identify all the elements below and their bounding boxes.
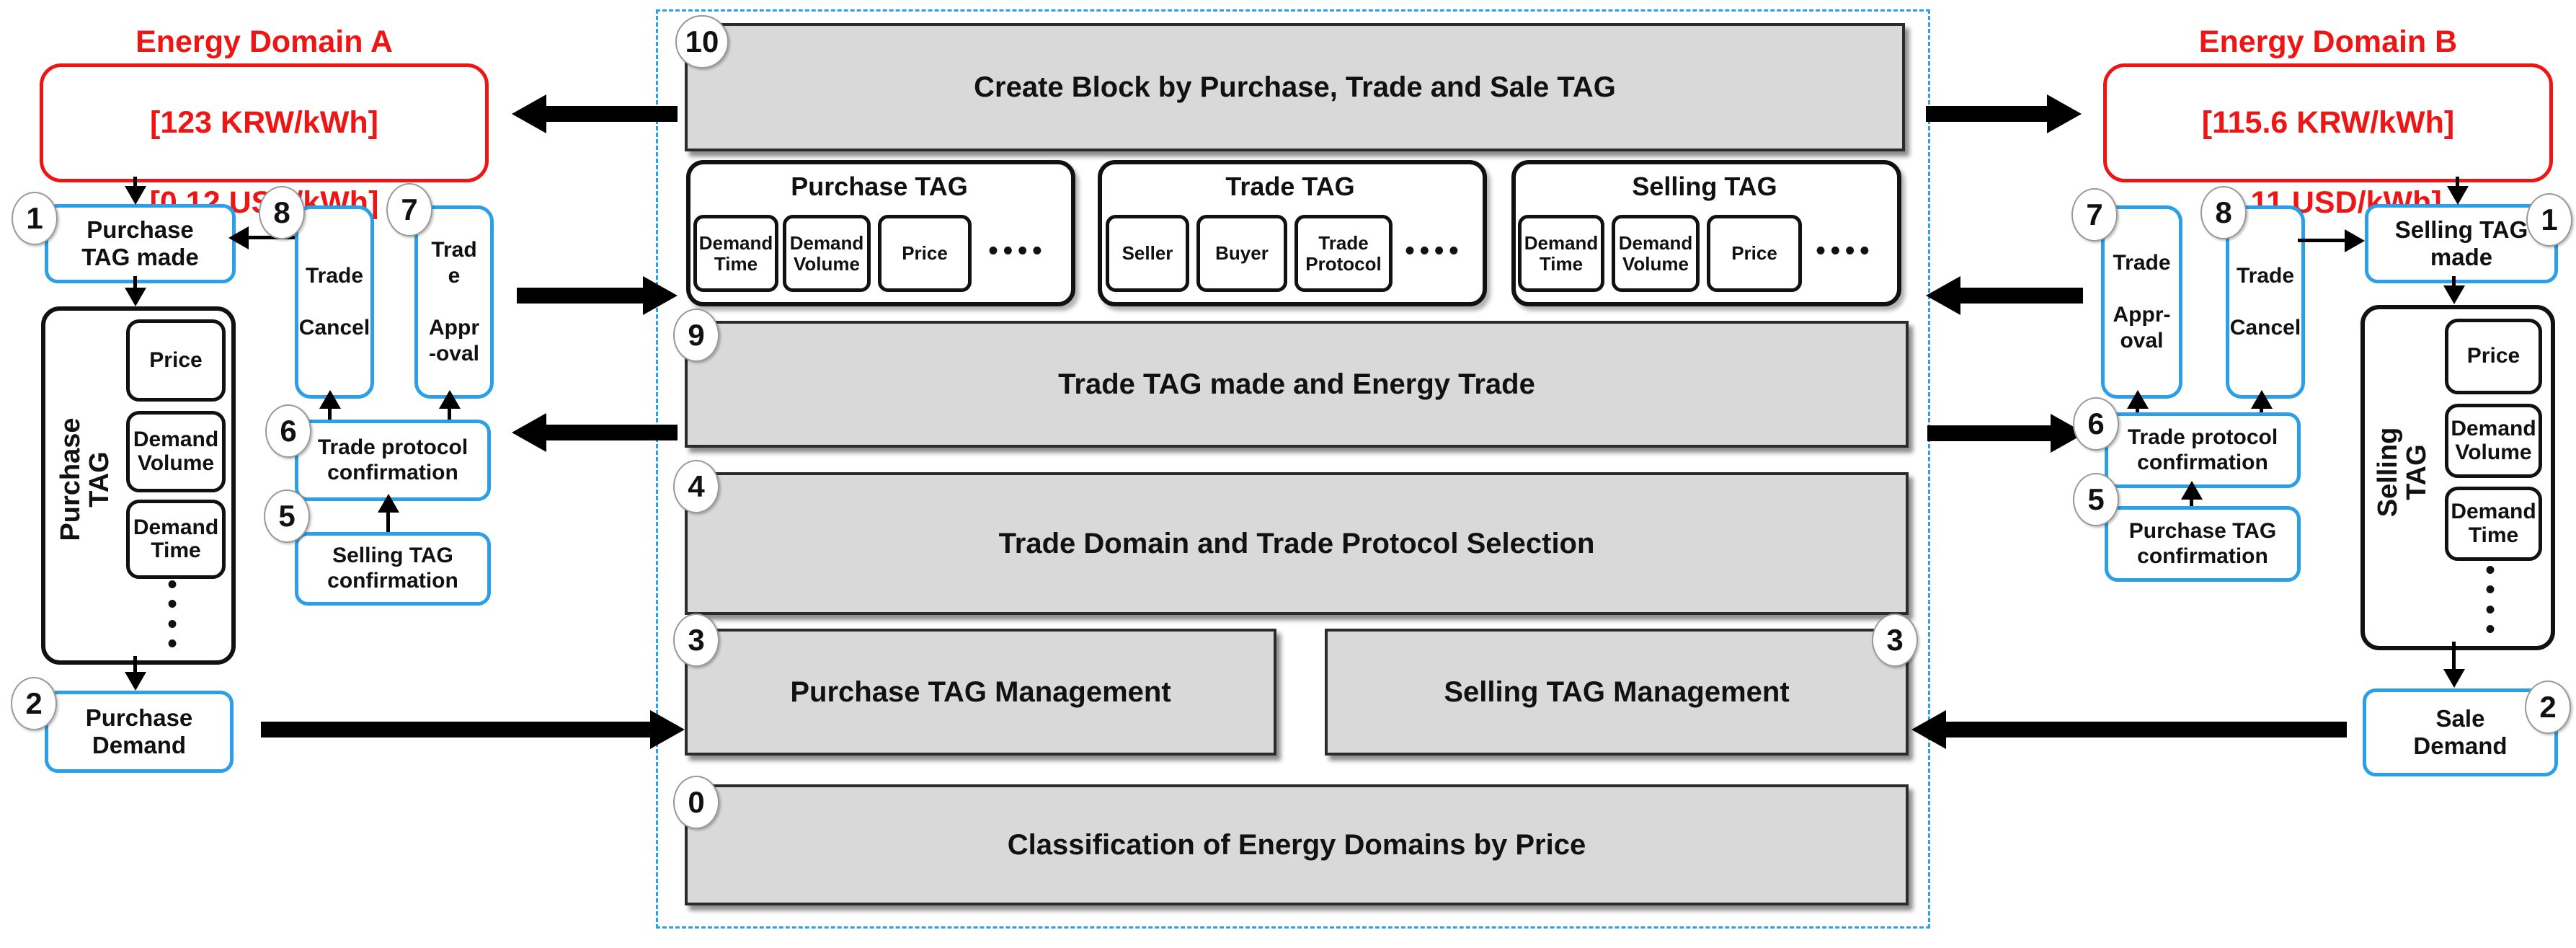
selling-tag-field-demand-volume: Demand Volume — [1612, 215, 1700, 292]
trade-cancel-box-right: Trade Cancel — [2226, 205, 2305, 399]
step-circle-7-right: 7 — [2071, 188, 2118, 242]
selling-tag-dots: •••• — [1816, 235, 1875, 266]
step-circle-7-left: 7 — [386, 183, 432, 236]
selling-tag-field-price: Price — [1707, 215, 1802, 292]
sale-demand-label: Sale Demand — [2413, 704, 2508, 759]
purchase-tag-container-label: Purchase TAG — [55, 417, 115, 541]
step-circle-9: 9 — [673, 309, 719, 362]
demand-volume-box-right: Demand Volume — [2445, 404, 2542, 478]
selling-tag-made-label: Selling TAG made — [2394, 216, 2528, 270]
step-circle-5-left: 5 — [264, 489, 310, 543]
energy-domain-b-krw: [115.6 KRW/kWh] — [2201, 105, 2455, 140]
energy-domain-a-krw: [123 KRW/kWh] — [150, 105, 378, 140]
block-purchase-tag-management: Purchase TAG Management — [685, 629, 1276, 756]
demand-time-box-left: Demand Time — [126, 500, 226, 579]
trade-approval-box-left: Trad e Appr -oval — [414, 205, 494, 399]
step-circle-2-right: 2 — [2525, 681, 2571, 734]
trade-approval-label-left: Trad e Appr -oval — [428, 238, 480, 366]
purchase-tag-confirmation-label: Purchase TAG confirmation — [2128, 518, 2277, 568]
vertical-dots-right: • • • • — [2485, 555, 2495, 645]
step-circle-8-right: 8 — [2200, 186, 2247, 239]
purchase-demand-label: Purchase Demand — [85, 704, 193, 758]
step-circle-1-right: 1 — [2526, 193, 2572, 247]
demand-time-box-right: Demand Time — [2445, 487, 2542, 561]
center-dashed-boundary — [656, 9, 1930, 929]
selling-tag-made-box: Selling TAG made — [2365, 204, 2558, 283]
price-box-right: Price — [2445, 319, 2542, 394]
trade-approval-label-right: Trade Appr- oval — [2113, 251, 2171, 353]
block-selling-tag-management-label: Selling TAG Management — [1444, 675, 1790, 708]
trade-protocol-confirmation-box-left: Trade protocol confirmation — [295, 420, 491, 501]
step-circle-6-right: 6 — [2073, 397, 2119, 451]
purchase-tag-dots: •••• — [988, 235, 1047, 266]
block-classification: Classification of Energy Domains by Pric… — [685, 784, 1909, 905]
trade-tag-dots: •••• — [1405, 235, 1464, 266]
block-trade-tag-made: Trade TAG made and Energy Trade — [685, 321, 1909, 448]
purchase-tag-field-demand-volume: Demand Volume — [783, 215, 871, 292]
trade-tag-title: Trade TAG — [1225, 172, 1355, 201]
purchase-tag-field-price: Price — [878, 215, 972, 292]
trade-tag-field-buyer: Buyer — [1196, 215, 1287, 292]
block-trade-domain-selection-label: Trade Domain and Trade Protocol Selectio… — [998, 527, 1595, 559]
price-box-left: Price — [126, 319, 226, 402]
trade-cancel-label-right: Trade Cancel — [2229, 264, 2301, 340]
selling-tag-container-label: Selling TAG — [2373, 427, 2432, 518]
block-create-block: Create Block by Purchase, Trade and Sale… — [685, 23, 1905, 151]
step-circle-3-right: 3 — [1872, 613, 1918, 667]
block-selling-tag-management: Selling TAG Management — [1325, 629, 1909, 756]
block-trade-domain-selection: Trade Domain and Trade Protocol Selectio… — [685, 472, 1909, 615]
selling-tag-field-demand-time: Demand Time — [1518, 215, 1604, 292]
purchase-tag-confirmation-box: Purchase TAG confirmation — [2105, 506, 2301, 582]
purchase-demand-box: Purchase Demand — [45, 691, 234, 773]
trade-cancel-label-left: Trade Cancel — [298, 264, 370, 340]
selling-tag-confirmation-box: Selling TAG confirmation — [295, 532, 491, 606]
energy-domain-a-box: Energy Domain A [123 KRW/kWh] [0.12 USD/… — [40, 25, 489, 220]
energy-domain-b-box: Energy Domain B [115.6 KRW/kWh] [0.11 US… — [2103, 25, 2553, 220]
trade-protocol-confirmation-label-right: Trade protocol confirmation — [2127, 425, 2278, 474]
vertical-dots-left: • • • • — [167, 570, 177, 660]
demand-volume-box-left: Demand Volume — [126, 411, 226, 492]
selling-tag-title: Selling TAG — [1632, 172, 1777, 201]
purchase-tag-field-demand-time: Demand Time — [693, 215, 778, 292]
block-purchase-tag-management-label: Purchase TAG Management — [790, 675, 1171, 708]
step-circle-5-right: 5 — [2073, 473, 2119, 526]
purchase-tag-title: Purchase TAG — [791, 172, 968, 201]
step-circle-6-left: 6 — [265, 404, 311, 458]
step-circle-2-left: 2 — [11, 677, 57, 730]
step-circle-8-left: 8 — [259, 186, 305, 239]
step-circle-1-left: 1 — [12, 192, 58, 245]
block-trade-tag-made-label: Trade TAG made and Energy Trade — [1058, 368, 1535, 400]
trade-approval-box-right: Trade Appr- oval — [2101, 205, 2182, 399]
purchase-tag-made-label: Purchase TAG made — [81, 216, 199, 270]
block-classification-label: Classification of Energy Domains by Pric… — [1007, 828, 1586, 861]
step-circle-10: 10 — [675, 15, 729, 68]
step-circle-4: 4 — [673, 460, 719, 513]
block-create-label: Create Block by Purchase, Trade and Sale… — [974, 71, 1616, 103]
trade-cancel-box-left: Trade Cancel — [295, 205, 374, 399]
trade-tag-field-trade-protocol: Trade Protocol — [1294, 215, 1393, 292]
energy-domain-b-title: Energy Domain B — [2198, 24, 2458, 59]
step-circle-3-left: 3 — [673, 613, 719, 667]
energy-domain-a-title: Energy Domain A — [136, 24, 393, 59]
selling-tag-confirmation-label: Selling TAG confirmation — [327, 544, 458, 593]
selling-tag-box — [1511, 160, 1901, 306]
trade-protocol-confirmation-box-right: Trade protocol confirmation — [2105, 412, 2301, 488]
step-circle-0: 0 — [673, 776, 719, 829]
trade-protocol-confirmation-label-left: Trade protocol confirmation — [317, 435, 468, 484]
trade-tag-field-seller: Seller — [1106, 215, 1189, 292]
purchase-tag-made-box: Purchase TAG made — [45, 204, 236, 283]
